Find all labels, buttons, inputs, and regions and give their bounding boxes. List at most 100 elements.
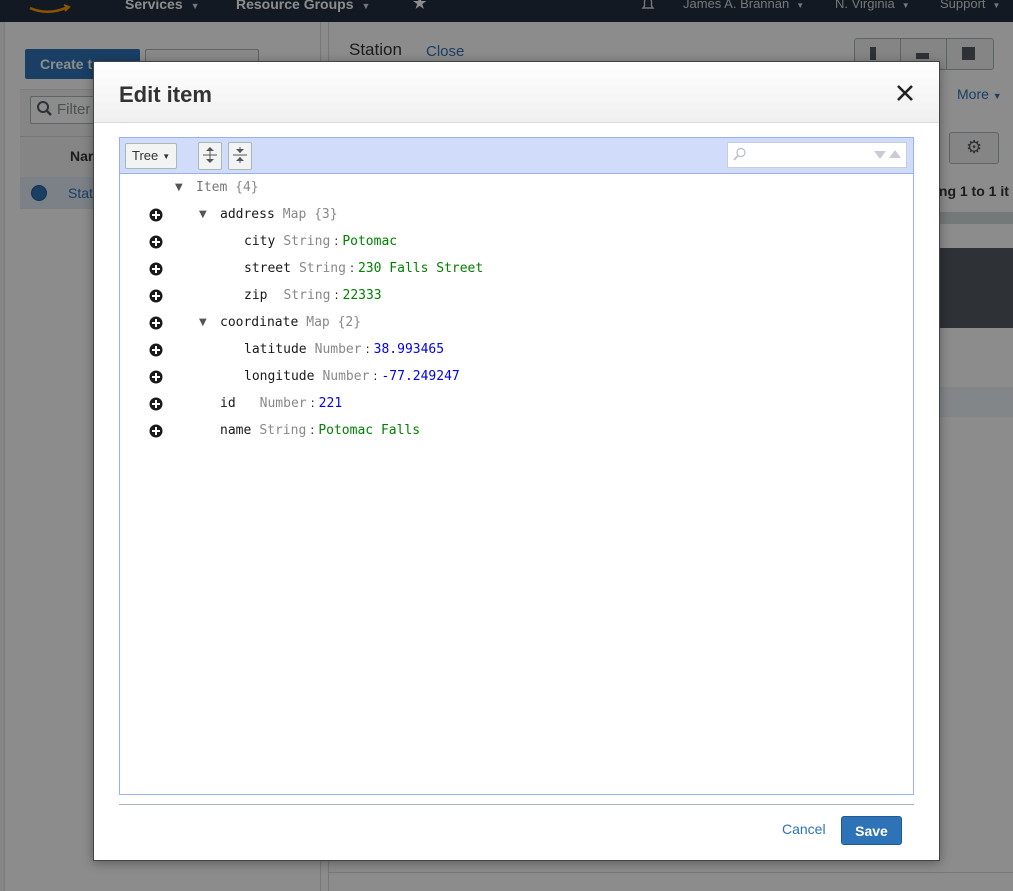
settings-button[interactable]: ⚙ — [949, 132, 999, 164]
user-name-label: James A. Brannan — [683, 0, 790, 11]
field-value[interactable]: -77.249247 — [381, 369, 460, 384]
field-type[interactable]: String — [283, 234, 331, 249]
search-icon — [37, 101, 52, 116]
services-label: Services — [125, 0, 183, 12]
field-name[interactable]: address — [220, 207, 275, 222]
plus-circle-icon[interactable] — [149, 343, 163, 357]
plus-circle-icon[interactable] — [149, 316, 163, 330]
field-type[interactable]: String — [259, 423, 307, 438]
services-menu[interactable]: Services ▼ — [125, 0, 200, 12]
row-radio-button[interactable] — [31, 185, 47, 201]
region-label: N. Virginia — [835, 0, 895, 11]
field-type[interactable]: Number — [322, 369, 370, 384]
save-button[interactable]: Save — [841, 816, 902, 845]
support-label: Support — [940, 0, 986, 11]
field-value[interactable]: 22333 — [342, 288, 382, 303]
editor-toolbar: Tree▼ — [120, 138, 913, 174]
colon-separator: : — [349, 261, 354, 275]
tree-node-latitude: latitude Number:38.993465 — [120, 336, 913, 363]
field-type[interactable]: Map — [282, 207, 307, 222]
table-details-pane: Station Close More ▼ ⚙ ing 1 to 1 it — [328, 22, 1013, 891]
tree-node-root: ▼ Item {4} — [120, 174, 913, 201]
plus-circle-icon[interactable] — [149, 289, 163, 303]
more-label: More — [957, 86, 989, 102]
field-name[interactable]: latitude — [244, 342, 307, 357]
expand-triangle-icon[interactable]: ▼ — [175, 182, 183, 193]
split-horizontal-button[interactable] — [901, 39, 947, 69]
field-value[interactable]: 221 — [318, 396, 343, 411]
chevron-down-icon: ▼ — [992, 1, 1001, 10]
support-menu[interactable]: Support ▼ — [940, 0, 1000, 11]
collapse-all-button[interactable] — [228, 142, 252, 170]
field-name[interactable]: city — [244, 234, 276, 249]
mode-dropdown[interactable]: Tree▼ — [125, 143, 177, 169]
field-name[interactable]: zip — [244, 288, 268, 303]
chevron-down-icon: ▼ — [190, 1, 200, 11]
more-menu[interactable]: More ▼ — [957, 86, 1002, 102]
field-type[interactable]: Number — [259, 396, 307, 411]
field-name[interactable]: street — [244, 261, 291, 276]
tree-search-input[interactable] — [750, 145, 860, 163]
plus-circle-icon[interactable] — [149, 262, 163, 276]
footer-divider — [119, 804, 914, 805]
gear-icon: ⚙ — [966, 137, 983, 157]
field-type[interactable]: String — [298, 261, 346, 276]
aws-logo-icon[interactable] — [26, 0, 72, 16]
edit-item-dialog: Edit item Tree▼ — [93, 61, 940, 861]
name-column-header[interactable]: Nar — [70, 148, 94, 164]
colon-separator: : — [310, 396, 315, 410]
expand-triangle-icon[interactable]: ▼ — [199, 317, 207, 328]
table-name-link[interactable]: Stat — [68, 185, 93, 201]
field-type[interactable]: Number — [314, 342, 362, 357]
field-type[interactable]: Map — [306, 315, 330, 330]
field-type[interactable]: String — [283, 288, 331, 303]
plus-circle-icon[interactable] — [149, 235, 163, 249]
field-name: Item — [196, 180, 228, 195]
plus-circle-icon[interactable] — [149, 370, 163, 384]
top-navigation-bar: Services ▼ Resource Groups▼ ★ James A. Br… — [0, 0, 1013, 22]
expand-all-icon — [203, 147, 217, 163]
expand-triangle-icon[interactable]: ▼ — [199, 209, 207, 220]
expand-all-button[interactable] — [198, 142, 222, 170]
close-icon[interactable] — [894, 82, 916, 104]
plus-circle-icon[interactable] — [149, 208, 163, 222]
split-vertical-button[interactable] — [855, 39, 901, 69]
pagination-text: ing 1 to 1 it — [935, 183, 1009, 199]
colon-separator: : — [365, 342, 370, 356]
search-icon — [733, 147, 746, 161]
filter-placeholder: Filter — [57, 101, 91, 118]
field-name[interactable]: id — [220, 396, 236, 411]
field-value[interactable]: Potomac — [342, 234, 398, 249]
full-view-button[interactable] — [947, 39, 992, 69]
pin-star-icon[interactable]: ★ — [413, 0, 427, 12]
user-menu[interactable]: James A. Brannan ▼ — [683, 0, 804, 11]
dialog-title: Edit item — [119, 82, 212, 107]
colon-separator: : — [334, 288, 339, 302]
search-previous-icon[interactable] — [889, 150, 901, 158]
chevron-down-icon: ▼ — [796, 1, 805, 10]
collapse-all-icon — [233, 147, 247, 163]
resource-groups-menu[interactable]: Resource Groups▼ — [236, 0, 370, 12]
field-value[interactable]: 230 Falls Street — [357, 261, 484, 276]
close-link[interactable]: Close — [426, 43, 465, 60]
field-value[interactable]: 38.993465 — [373, 342, 445, 357]
field-name[interactable]: longitude — [244, 369, 315, 384]
plus-circle-icon[interactable] — [149, 424, 163, 438]
dialog-header: Edit item — [94, 62, 939, 123]
field-value[interactable]: Potomac Falls — [318, 423, 421, 438]
field-name[interactable]: name — [220, 423, 252, 438]
field-name[interactable]: coordinate — [220, 315, 299, 330]
plus-circle-icon[interactable] — [149, 397, 163, 411]
search-next-icon[interactable] — [874, 151, 886, 159]
cancel-button[interactable]: Cancel — [782, 821, 826, 837]
chevron-down-icon: ▼ — [901, 1, 910, 10]
side-strip — [0, 22, 5, 891]
bell-icon[interactable] — [640, 0, 656, 12]
mode-label: Tree — [132, 148, 159, 163]
region-menu[interactable]: N. Virginia ▼ — [835, 0, 910, 11]
tree-node-coordinate: ▼ coordinate Map {2} — [120, 309, 913, 336]
field-count: {2} — [337, 315, 362, 330]
